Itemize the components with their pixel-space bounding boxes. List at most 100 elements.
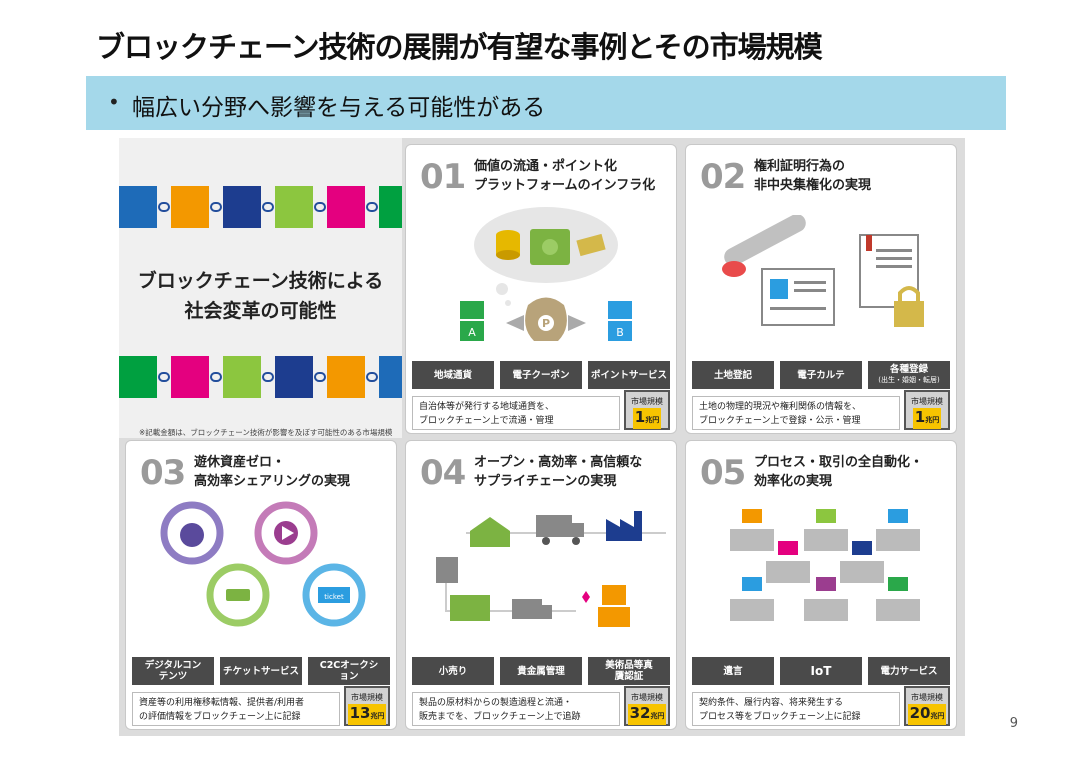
block (275, 356, 313, 398)
block (327, 186, 365, 228)
case-title-line: プロセス・取引の全自動化・ (754, 455, 924, 470)
bullet-text: 幅広い分野へ影響を与える可能性がある (132, 95, 546, 121)
robot-workstation-icon (840, 541, 884, 583)
tag-row: 小売り 貴金属管理 美術品等真贋認証 (412, 657, 671, 685)
case-number: 01 (420, 157, 466, 197)
tag-ticket-service: チケットサービス (220, 657, 302, 685)
intro-line: 社会変革の可能性 (184, 300, 337, 322)
block (379, 186, 402, 228)
user-b-robot-icon: B (608, 301, 632, 341)
market-label: 市場規模 (911, 693, 943, 702)
truck-icon (512, 599, 552, 619)
case-card-01: 01 価値の流通・ポイント化 プラットフォームのインフラ化 P (405, 144, 677, 434)
banknotes-icon (530, 229, 570, 265)
market-label: 市場規模 (631, 693, 663, 702)
case-number: 02 (700, 157, 746, 197)
ticket-label: ticket (324, 593, 344, 601)
market-note: ※記載金額は、ブロックチェーン技術が影響を及ぼす可能性のある市場規模 (139, 428, 393, 437)
chain-link (262, 202, 274, 212)
chain-bottom (119, 356, 402, 398)
chain-link (366, 202, 378, 212)
case-number: 03 (140, 453, 186, 493)
robot-workstation-icon (876, 509, 920, 551)
block (275, 186, 313, 228)
market-label: 市場規模 (351, 693, 383, 702)
case-description: 土地の物理的現況や権利関係の情報を、ブロックチェーン上で登録・公示・管理 (692, 396, 900, 430)
bubble-dot (496, 283, 508, 295)
automation-illustration (730, 509, 920, 621)
market-size-badge: 市場規模 20兆円 (904, 686, 950, 726)
tag-iot: IoT (780, 657, 862, 685)
intro-line: ブロックチェーン技術による (137, 270, 384, 292)
factory-icon (606, 511, 642, 541)
user-b-label: B (616, 326, 624, 339)
chain-link (210, 202, 222, 212)
market-value: 32兆円 (627, 704, 667, 725)
market-label: 市場規模 (911, 397, 943, 406)
block (379, 356, 402, 398)
shopper-robot-icon (582, 585, 630, 627)
chain-link (158, 372, 170, 382)
user-a-label: A (468, 326, 476, 339)
case-number: 04 (420, 453, 466, 493)
tag-precious-metals: 貴金属管理 (500, 657, 582, 685)
market-size-badge: 市場規模 13兆円 (344, 686, 390, 726)
case-title-line: 高効率シェアリングの実現 (194, 474, 351, 489)
bullet-bar: • 幅広い分野へ影響を与える可能性がある (86, 76, 1006, 130)
tag-point-service: ポイントサービス (588, 361, 670, 389)
robot-workstation-icon (730, 509, 774, 551)
robot-workstation-icon (766, 541, 810, 583)
warehouse-icon (470, 517, 510, 547)
point-symbol: P (542, 317, 550, 330)
bubble-dot (505, 300, 511, 306)
page-title: ブロックチェーン技術の展開が有望な事例とその市場規模 (96, 30, 823, 64)
tag-will: 遺言 (692, 657, 774, 685)
market-label: 市場規模 (631, 397, 663, 406)
money-bag-icon: P (525, 297, 567, 341)
chain-link (314, 372, 326, 382)
market-size-badge: 市場規模 1兆円 (904, 390, 950, 430)
chain-link (262, 372, 274, 382)
tag-medical-records: 電子カルテ (780, 361, 862, 389)
chain-top (119, 186, 402, 228)
coins-icon (496, 230, 520, 260)
rights-illustration (722, 215, 924, 327)
robot-workstation-icon (804, 577, 848, 621)
block (119, 356, 157, 398)
case-title: 遊休資産ゼロ・ 高効率シェアリングの実現 (194, 453, 350, 491)
tag-local-currency: 地域通貨 (412, 361, 494, 389)
robot-workstation-icon (804, 509, 848, 551)
case-title-line: サプライチェーンの実現 (474, 474, 617, 489)
certificate-icon (859, 234, 919, 308)
case-description: 製品の原材料からの製造過程と流通・販売までを、ブロックチェーン上で追跡 (412, 692, 620, 726)
video-cycle-icon (254, 501, 318, 565)
case-title-line: 価値の流通・ポイント化 (474, 159, 618, 174)
market-value: 1兆円 (912, 408, 942, 429)
case-title-line: プラットフォームのインフラ化 (474, 178, 656, 193)
case-card-04: 04 オープン・高効率・高信頼な サプライチェーンの実現 (405, 440, 677, 730)
tag-power-service: 電力サービス (868, 657, 950, 685)
car-cycle-icon (206, 563, 270, 627)
block (223, 356, 261, 398)
case-description: 契約条件、履行内容、将来発生するプロセス等をブロックチェーン上に記録 (692, 692, 900, 726)
id-document-icon (761, 268, 835, 326)
supply-chain-illustration (436, 511, 666, 627)
case-card-02: 02 権利証明行為の 非中央集権化の実現 (685, 144, 957, 434)
case-card-03: 03 遊休資産ゼロ・ 高効率シェアリングの実現 ticket (125, 440, 397, 730)
market-size-badge: 市場規模 1兆円 (624, 390, 670, 430)
truck-icon (536, 515, 584, 545)
case-title: プロセス・取引の全自動化・ 効率化の実現 (754, 453, 923, 491)
market-value: 13兆円 (347, 704, 387, 725)
case-title-line: 権利証明行為の (754, 159, 846, 174)
page-number: 9 (1009, 716, 1018, 731)
shop-icon (450, 595, 490, 621)
intro-area: ブロックチェーン技術による 社会変革の可能性 ※記載金額は、ブロックチェーン技術… (119, 138, 402, 438)
point-card-icon (576, 233, 606, 257)
chain-link (366, 372, 378, 382)
tag-row: 土地登記 電子カルテ 各種登録(出生・婚姻・転居) (692, 361, 951, 389)
seal-stamp-icon (722, 215, 806, 277)
infographic-panel: ブロックチェーン技術による 社会変革の可能性 ※記載金額は、ブロックチェーン技術… (119, 138, 965, 736)
tag-row: 地域通貨 電子クーポン ポイントサービス (412, 361, 671, 389)
case-title-line: オープン・高効率・高信頼な (474, 455, 643, 470)
case-title: 権利証明行為の 非中央集権化の実現 (754, 157, 871, 195)
